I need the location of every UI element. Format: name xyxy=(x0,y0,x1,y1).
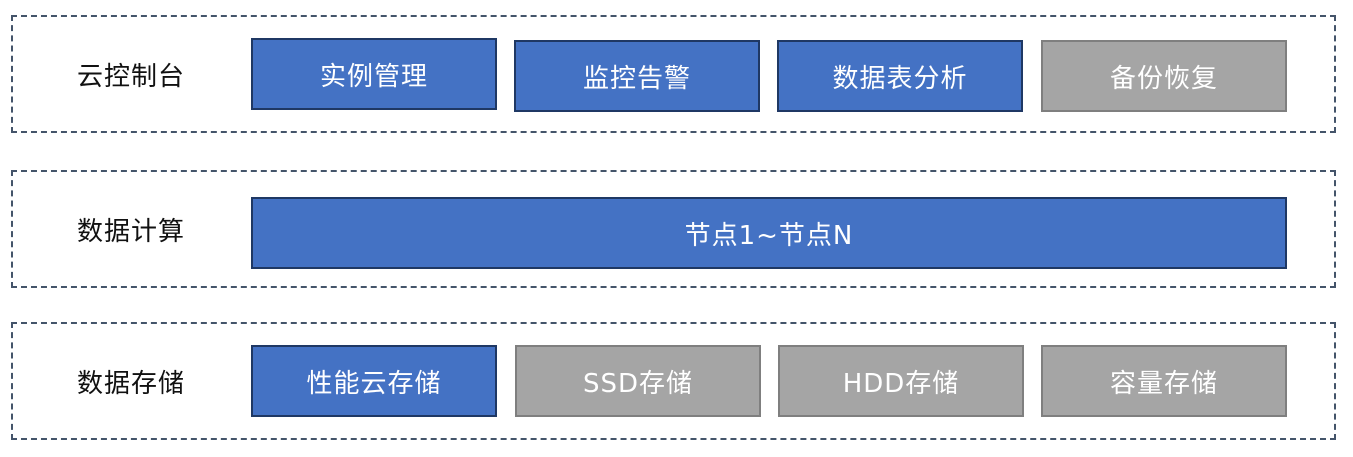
box-capacity-storage: 容量存储 xyxy=(1041,345,1287,417)
layer-label-storage: 数据存储 xyxy=(77,368,186,399)
box-instance-management: 实例管理 xyxy=(251,38,497,110)
box-table-analysis: 数据表分析 xyxy=(777,40,1023,112)
box-performance-cloud-storage: 性能云存储 xyxy=(251,345,497,417)
box-ssd-storage: SSD存储 xyxy=(515,345,761,417)
box-nodes: 节点1~节点N xyxy=(251,197,1287,269)
layer-label-compute: 数据计算 xyxy=(77,216,186,247)
box-hdd-storage: HDD存储 xyxy=(778,345,1024,417)
layer-compute: 数据计算 节点1~节点N xyxy=(11,170,1336,288)
layer-label-console: 云控制台 xyxy=(77,61,186,92)
layer-storage: 数据存储 性能云存储 SSD存储 HDD存储 容量存储 xyxy=(11,322,1336,440)
layer-console: 云控制台 实例管理 监控告警 数据表分析 备份恢复 xyxy=(11,15,1336,133)
box-monitoring-alerts: 监控告警 xyxy=(514,40,760,112)
box-backup-restore: 备份恢复 xyxy=(1041,40,1287,112)
